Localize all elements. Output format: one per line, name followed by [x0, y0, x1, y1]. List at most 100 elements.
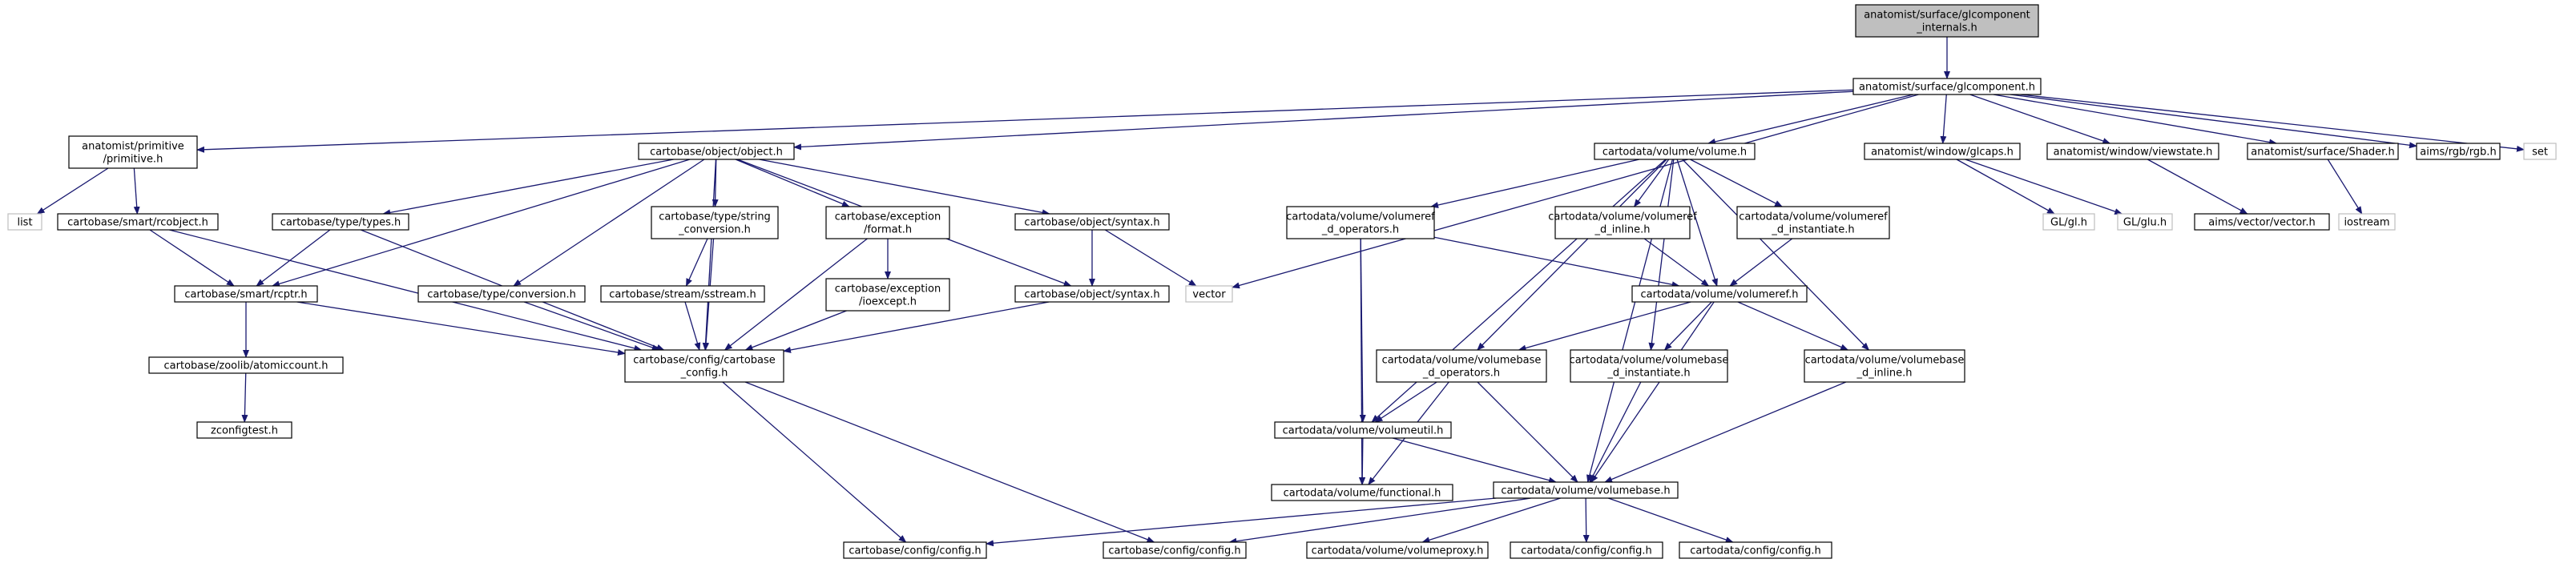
edge-string_conv-to-sstream: [685, 238, 708, 287]
node-cd_config_b[interactable]: cartodata/config/config.h: [1679, 541, 1832, 559]
node-shader[interactable]: anatomist/surface/Shader.h: [2247, 143, 2399, 160]
node-glu-box: [2117, 213, 2173, 231]
node-exc_format[interactable]: cartobase/exception/format.h: [825, 206, 950, 239]
node-cd_config_a[interactable]: cartodata/config/config.h: [1510, 541, 1663, 559]
node-aims_vector-label: aims/vector/vector.h: [2208, 217, 2315, 229]
node-string_conv[interactable]: cartobase/type/string_conversion.h: [651, 206, 779, 239]
node-aims_vector[interactable]: aims/vector/vector.h: [2194, 213, 2330, 231]
node-volumeref[interactable]: cartodata/volume/volumeref.h: [1631, 285, 1808, 303]
node-vb_dinline-label: cartodata/volume/volumebase: [1805, 355, 1965, 367]
edge-glcomponent-to-primitive: [196, 89, 1854, 153]
node-volumeutil-label: cartodata/volume/volumeutil.h: [1283, 425, 1444, 437]
node-config_b-box: [1103, 541, 1247, 559]
node-syntax1[interactable]: cartobase/object/syntax.h: [1014, 213, 1170, 231]
node-ioexcept-box: [825, 278, 950, 312]
edge-volumebase-to-config_a: [986, 497, 1497, 547]
edge-volume-to-vr_dops: [1430, 159, 1640, 208]
node-list-label: list: [17, 217, 32, 229]
node-volume[interactable]: cartodata/volume/volume.h: [1594, 143, 1756, 160]
node-exc_format-box: [825, 206, 950, 239]
node-vr_dinst-label: _d_instantiate.h: [1771, 224, 1854, 236]
edge-volume-to-vr_dinline: [1634, 159, 1670, 207]
node-cd_config_a-box: [1510, 541, 1663, 559]
node-rgb[interactable]: aims/rgb/rgb.h: [2416, 143, 2501, 160]
node-glcomponent[interactable]: anatomist/surface/glcomponent.h: [1852, 78, 2042, 95]
node-vector[interactable]: vector: [1185, 285, 1233, 303]
node-volumeproxy-label: cartodata/volume/volumeproxy.h: [1312, 545, 1484, 557]
node-conversion-box: [417, 285, 586, 303]
node-atomiccount[interactable]: cartobase/zoolib/atomiccount.h: [148, 356, 344, 374]
node-config_b[interactable]: cartobase/config/config.h: [1103, 541, 1247, 559]
node-volumebase[interactable]: cartodata/volume/volumebase.h: [1493, 481, 1679, 499]
node-vb_dinst[interactable]: cartodata/volume/volumebase_d_instantiat…: [1570, 349, 1729, 383]
node-viewstate[interactable]: anatomist/window/viewstate.h: [2046, 143, 2219, 160]
node-set[interactable]: set: [2523, 143, 2557, 160]
node-vb_dops-label: cartodata/volume/volumebase: [1382, 355, 1542, 367]
edge-object-to-cb_config: [702, 159, 717, 351]
edge-rcobject-to-rcptr: [149, 229, 235, 287]
edge-volumeutil-to-functional: [1359, 437, 1366, 485]
node-vr_dinline-label: _d_inline.h: [1594, 224, 1651, 236]
node-volumeproxy[interactable]: cartodata/volume/volumeproxy.h: [1306, 541, 1489, 559]
node-functional-label: cartodata/volume/functional.h: [1284, 488, 1441, 500]
node-cd_config_b-label: cartodata/config/config.h: [1690, 545, 1820, 557]
edge-vr_dinline-to-volumeref: [1643, 238, 1710, 287]
node-glcomponent-box: [1852, 78, 2042, 95]
node-zconfigtest-label: zconfigtest.h: [211, 425, 278, 437]
node-vb_dinst-label: cartodata/volume/volumebase: [1570, 355, 1729, 367]
edge-syntax1-to-vector: [1104, 229, 1197, 287]
node-volumeutil[interactable]: cartodata/volume/volumeutil.h: [1274, 421, 1452, 439]
node-rcptr[interactable]: cartobase/smart/rcptr.h: [174, 285, 318, 303]
edge-volume-to-vb_dops: [1477, 159, 1667, 351]
node-gl-box: [2042, 213, 2095, 231]
node-atomiccount-label: cartobase/zoolib/atomiccount.h: [164, 360, 329, 372]
node-glu[interactable]: GL/glu.h: [2117, 213, 2173, 231]
node-vb_dinst-box: [1570, 349, 1728, 383]
node-volume-box: [1594, 143, 1756, 160]
node-vr_dinst[interactable]: cartodata/volume/volumeref_d_instantiate…: [1736, 206, 1890, 239]
node-ioexcept[interactable]: cartobase/exception/ioexcept.h: [825, 278, 950, 312]
edge-primitive-to-list: [36, 167, 109, 215]
node-volume-label: cartodata/volume/volume.h: [1602, 147, 1747, 159]
node-rcobject[interactable]: cartobase/smart/rcobject.h: [57, 213, 219, 231]
edge-glcomponent-to-volume: [1707, 94, 1914, 145]
node-cb_config[interactable]: cartobase/config/cartobase_config.h: [624, 349, 784, 383]
node-syntax2[interactable]: cartobase/object/syntax.h: [1014, 285, 1170, 303]
node-list[interactable]: list: [7, 213, 42, 231]
edge-volume-to-volumeutil: [1371, 159, 1667, 423]
node-iostream[interactable]: iostream: [2338, 213, 2396, 231]
node-glcaps[interactable]: anatomist/window/glcaps.h: [1864, 143, 2021, 160]
edge-sstream-to-cb_config: [684, 301, 701, 351]
node-vb_dinline[interactable]: cartodata/volume/volumebase_d_inline.h: [1804, 349, 1965, 383]
node-object[interactable]: cartobase/object/object.h: [638, 143, 795, 160]
node-volumeutil-box: [1274, 421, 1452, 439]
edge-ioexcept-to-cb_config: [744, 310, 847, 351]
node-vr_dops-label: _d_operators.h: [1321, 224, 1399, 236]
node-vr_dops[interactable]: cartodata/volume/volumeref_d_operators.h: [1286, 206, 1435, 239]
edge-atomiccount-to-zconfigtest: [241, 372, 248, 423]
edge-glcomponent-to-rgb: [2010, 94, 2417, 149]
edge-glcaps-to-glu: [1965, 159, 2123, 215]
node-glcomponent-label: anatomist/surface/glcomponent.h: [1859, 82, 2035, 94]
node-gl[interactable]: GL/gl.h: [2042, 213, 2095, 231]
edge-volumeref-to-volumebase: [1590, 301, 1715, 483]
node-primitive[interactable]: anatomist/primitive/primitive.h: [68, 135, 198, 169]
node-zconfigtest-box: [196, 421, 292, 439]
node-sstream[interactable]: cartobase/stream/sstream.h: [600, 285, 765, 303]
node-conversion[interactable]: cartobase/type/conversion.h: [417, 285, 586, 303]
node-string_conv-label: _conversion.h: [678, 224, 751, 236]
node-vr_dinline[interactable]: cartodata/volume/volumeref_d_inline.h: [1548, 206, 1697, 239]
node-root[interactable]: anatomist/surface/glcomponent_internals.…: [1855, 4, 2039, 38]
edge-object-to-string_conv: [712, 159, 719, 207]
edge-cb_config-to-config_b: [744, 381, 1155, 543]
node-zconfigtest[interactable]: zconfigtest.h: [196, 421, 292, 439]
node-vb_dops[interactable]: cartodata/volume/volumebase_d_operators.…: [1376, 349, 1547, 383]
node-functional[interactable]: cartodata/volume/functional.h: [1271, 484, 1453, 501]
node-config_a[interactable]: cartobase/config/config.h: [843, 541, 987, 559]
node-aims_vector-box: [2194, 213, 2330, 231]
node-rcptr-label: cartobase/smart/rcptr.h: [184, 289, 307, 301]
node-root-label: _internals.h: [1916, 22, 1977, 34]
node-types[interactable]: cartobase/type/types.h: [272, 213, 409, 231]
edge-object-to-syntax1: [759, 159, 1050, 216]
edge-volumeref-to-vb_dinst: [1663, 301, 1712, 351]
